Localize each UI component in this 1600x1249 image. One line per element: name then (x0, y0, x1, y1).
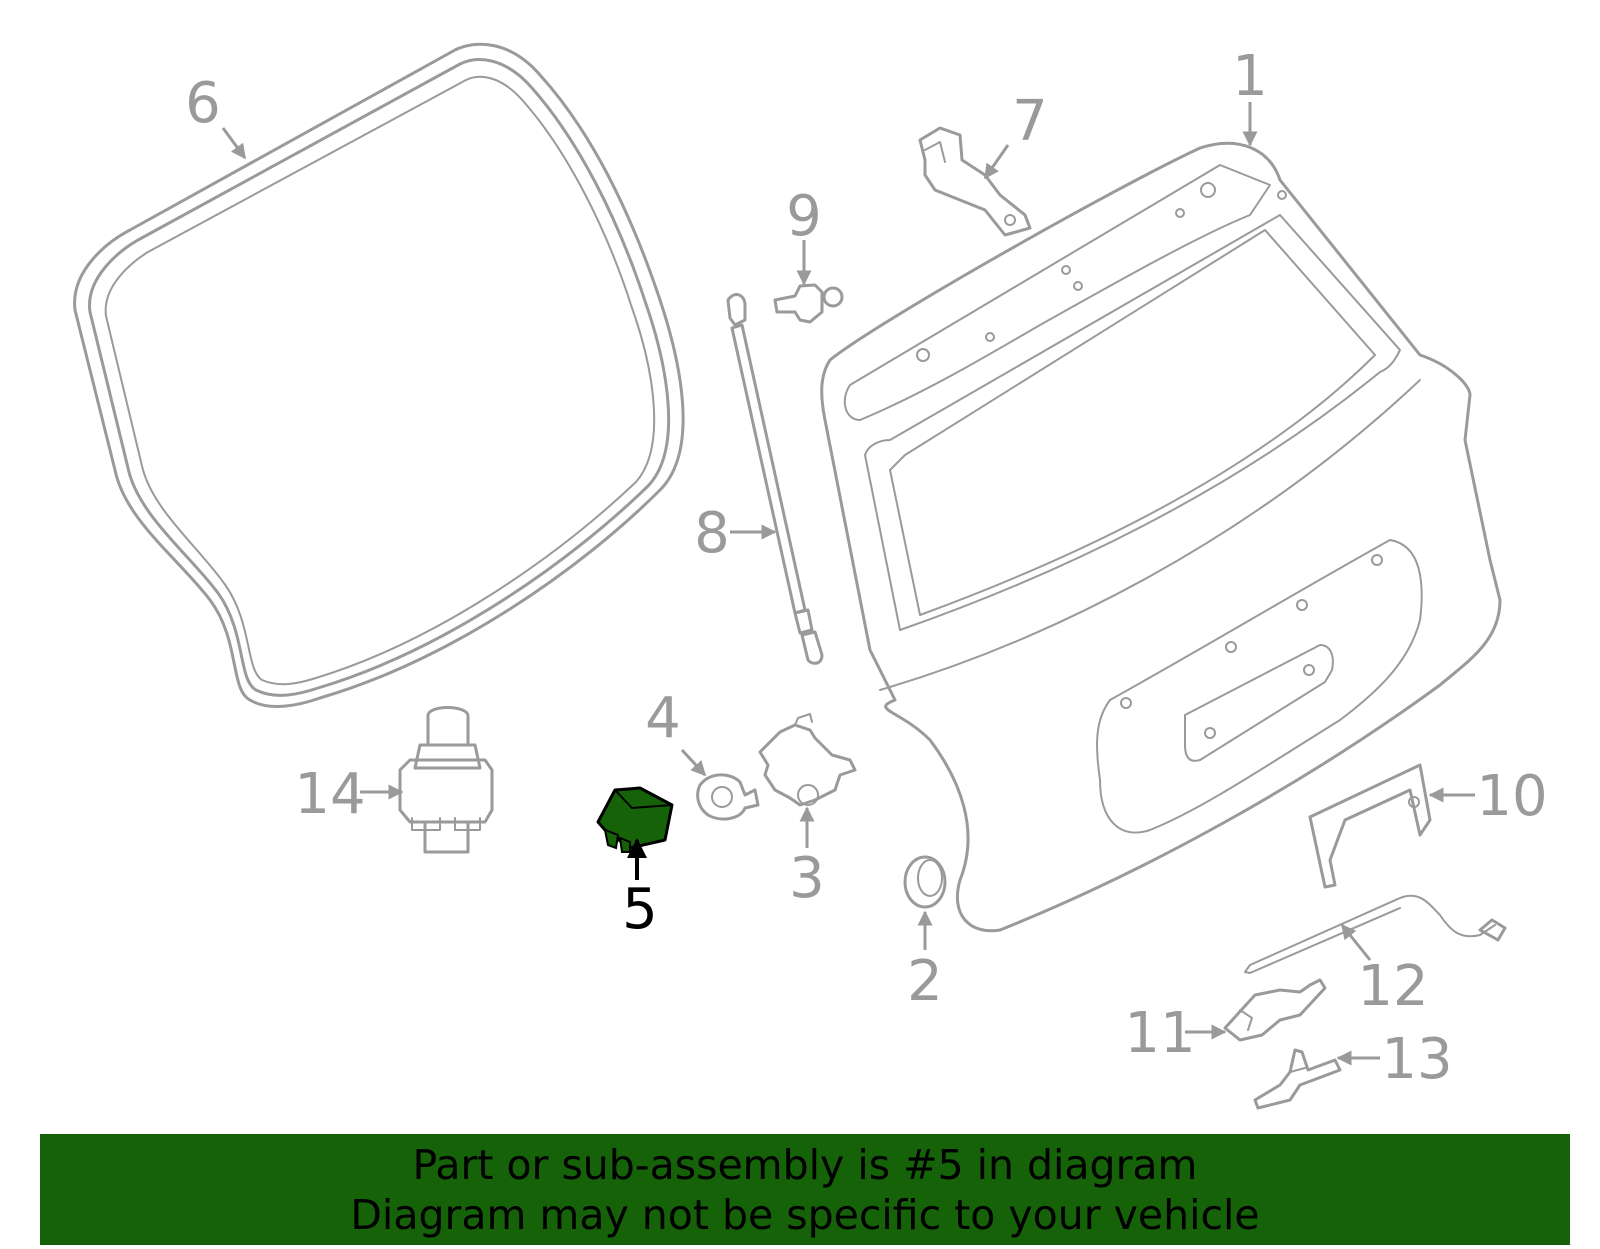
info-banner: Part or sub-assembly is #5 in diagram Di… (40, 1134, 1570, 1245)
callout-2: 2 (907, 910, 943, 1014)
part-9-ball-stud (773, 283, 844, 324)
callout-1: 1 (1232, 44, 1268, 147)
svg-text:9: 9 (786, 184, 822, 249)
svg-text:1: 1 (1232, 44, 1268, 109)
callout-6: 6 (185, 71, 247, 160)
part-14-switch (398, 706, 494, 854)
callout-4: 4 (645, 686, 707, 777)
callout-3: 3 (789, 806, 825, 911)
callout-9: 9 (786, 184, 822, 286)
callout-8: 8 (694, 501, 777, 566)
part-13-bracket (1253, 1048, 1342, 1110)
callout-5: 5 (622, 838, 658, 942)
part-3-striker (758, 713, 857, 807)
svg-text:11: 11 (1124, 1001, 1195, 1066)
svg-text:5: 5 (622, 877, 658, 942)
part-2-grommet (903, 855, 947, 909)
svg-text:2: 2 (907, 949, 943, 1014)
part-11-latch (1223, 978, 1327, 1042)
svg-text:4: 4 (645, 686, 681, 751)
callout-11: 11 (1124, 1001, 1227, 1066)
callout-14: 14 (294, 762, 404, 827)
callout-10: 10 (1428, 764, 1548, 829)
svg-text:12: 12 (1357, 954, 1428, 1019)
svg-text:14: 14 (294, 762, 365, 827)
part-4-bumper (696, 773, 760, 821)
banner-line-disclaimer: Diagram may not be specific to your vehi… (350, 1190, 1260, 1239)
svg-text:13: 13 (1381, 1027, 1452, 1092)
part-10-bracket (1308, 763, 1432, 889)
svg-text:7: 7 (1012, 89, 1048, 154)
part-6-glass-seal (73, 42, 685, 708)
callout-13: 13 (1336, 1027, 1453, 1092)
part-1-liftgate (820, 141, 1502, 933)
svg-text:10: 10 (1476, 764, 1547, 829)
callout-7: 7 (983, 89, 1048, 180)
part-8-gas-strut (726, 293, 824, 665)
part-12-cable (1244, 894, 1507, 974)
part-7-hinge (918, 126, 1032, 237)
callout-12: 12 (1340, 923, 1429, 1019)
banner-line-part-number: Part or sub-assembly is #5 in diagram (412, 1140, 1198, 1189)
svg-text:3: 3 (789, 846, 825, 911)
svg-text:8: 8 (694, 501, 730, 566)
svg-text:6: 6 (185, 71, 221, 136)
